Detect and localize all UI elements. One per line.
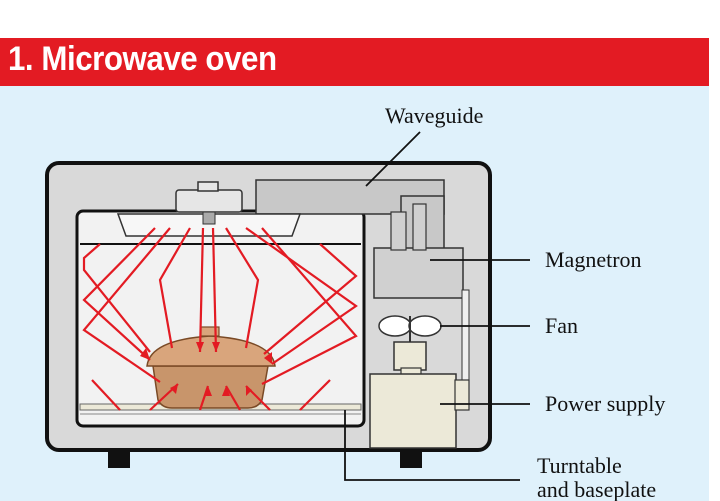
food-dish (146, 326, 276, 409)
label-turntable: Turntable (537, 453, 622, 478)
spreader-hub (202, 211, 216, 225)
microwave-rays (82, 227, 358, 411)
label-power-supply: Power supply (545, 391, 665, 416)
power-supply (369, 373, 457, 449)
leader-lines (344, 131, 530, 481)
magnetron (373, 247, 464, 299)
magnetron-antenna-2 (412, 203, 427, 251)
stirrer-housing (175, 189, 243, 213)
label-waveguide: Waveguide (385, 103, 483, 128)
label-fan: Fan (545, 313, 578, 338)
wave-spreader (116, 213, 302, 237)
magnetron-antenna (390, 211, 407, 251)
label-baseplate: and baseplate (537, 477, 656, 501)
diagram-title: 1. Microwave oven (8, 40, 277, 78)
power-supply-terminal (454, 379, 470, 411)
stirrer-cap (197, 181, 219, 192)
title-banner: 1. Microwave oven (0, 38, 709, 86)
microwave-arrowheads (140, 342, 272, 396)
right-foot (400, 448, 422, 468)
left-foot (108, 448, 130, 468)
fan (378, 315, 442, 342)
label-magnetron: Magnetron (545, 247, 642, 272)
fan-motor (393, 341, 427, 371)
